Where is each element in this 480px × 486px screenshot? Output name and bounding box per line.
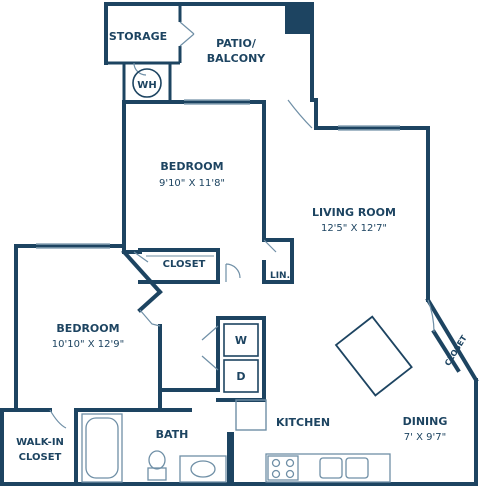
storage-label: STORAGE <box>109 30 167 43</box>
walk-in-closet-label-line2: CLOSET <box>19 452 62 463</box>
bedroom-lower-dimensions: 10'10" X 12'9" <box>52 339 124 350</box>
vanity-icon <box>179 455 227 483</box>
washer-icon <box>223 323 259 357</box>
bathtub-icon <box>81 413 123 483</box>
bedroom-upper-dimensions: 9'10" X 11'8" <box>159 178 225 189</box>
door-swings <box>49 21 435 429</box>
kitchen-counter <box>265 453 391 483</box>
refrigerator-icon <box>235 399 267 431</box>
kitchen-label: KITCHEN <box>276 416 330 429</box>
kitchen-divider-post <box>227 432 234 484</box>
patio-corner-post <box>285 4 310 34</box>
toilet-icon <box>147 450 167 481</box>
water-heater-label: WH <box>137 80 156 91</box>
dryer-icon <box>223 359 259 393</box>
bedroom-lower-label: BEDROOM <box>56 322 119 335</box>
closet-upper-label: CLOSET <box>163 259 206 270</box>
patio-label-line2: BALCONY <box>207 52 267 65</box>
storage-walls <box>106 4 182 102</box>
dining-label: DINING <box>403 415 448 428</box>
patio-label-line1: PATIO/ <box>216 37 257 50</box>
dryer-label: D <box>236 370 245 383</box>
bedroom-upper-label: BEDROOM <box>160 160 223 173</box>
walk-in-closet-label-line1: WALK-IN <box>16 437 64 448</box>
living-room-label: LIVING ROOM <box>312 206 396 219</box>
washer-label: W <box>235 334 247 347</box>
dining-dimensions: 7' X 9'7" <box>404 432 446 443</box>
living-room-dimensions: 12'5" X 12'7" <box>321 223 387 234</box>
bath-label: BATH <box>156 428 189 441</box>
kitchen-island <box>334 315 413 397</box>
linen-label: LIN. <box>270 271 290 281</box>
windows <box>36 99 400 249</box>
water-heater-icon <box>132 68 162 98</box>
